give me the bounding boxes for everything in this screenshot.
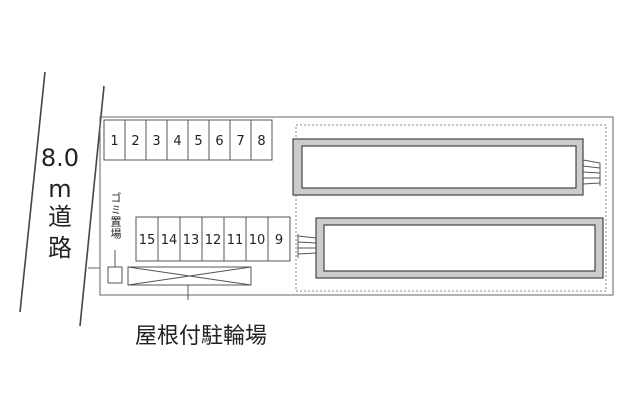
building-lower <box>323 224 596 272</box>
parking-upper-slot-number: 6 <box>215 134 223 149</box>
parking-lower-slot-number: 15 <box>139 233 156 248</box>
building-zone <box>295 124 607 292</box>
stairs-upper <box>582 159 601 186</box>
parking-upper-slot-number: 3 <box>152 134 160 149</box>
parking-lower-slot-number: 10 <box>249 233 266 248</box>
garbage-box <box>107 266 123 284</box>
garbage-label: ゴミ置場 <box>109 192 122 240</box>
parking-upper-slot-number: 1 <box>110 134 118 149</box>
bike-parking-label: 屋根付駐輪場 <box>135 324 268 349</box>
building-upper <box>301 145 577 189</box>
road-line-left <box>19 71 46 313</box>
parking-upper-slot-number: 4 <box>173 134 181 149</box>
stairs-lower <box>297 234 317 258</box>
parking-lower-slot-number: 14 <box>161 233 178 248</box>
road-char-1: 道 <box>48 203 72 231</box>
parking-lower-slot-number: 9 <box>275 233 283 248</box>
parking-lower-slot-number: 13 <box>183 233 200 248</box>
road-unit-label: m <box>48 175 72 203</box>
parking-upper-slot-number: 8 <box>257 134 265 149</box>
parking-lower-slot-number: 11 <box>227 233 244 248</box>
road-width-label: 8.0 <box>40 144 80 172</box>
road-char-2: 路 <box>48 234 72 262</box>
bike-parking-cross-2 <box>127 266 252 286</box>
parking-upper-slot-number: 5 <box>194 134 202 149</box>
parking-lower-frame <box>135 216 291 262</box>
parking-row-lower: 15 14 13 12 11 10 9 <box>135 216 291 262</box>
parking-upper-slot-number: 2 <box>131 134 139 149</box>
parking-lower-slot-number: 12 <box>205 233 222 248</box>
site-boundary <box>99 116 614 296</box>
parking-upper-slot-number: 7 <box>236 134 244 149</box>
